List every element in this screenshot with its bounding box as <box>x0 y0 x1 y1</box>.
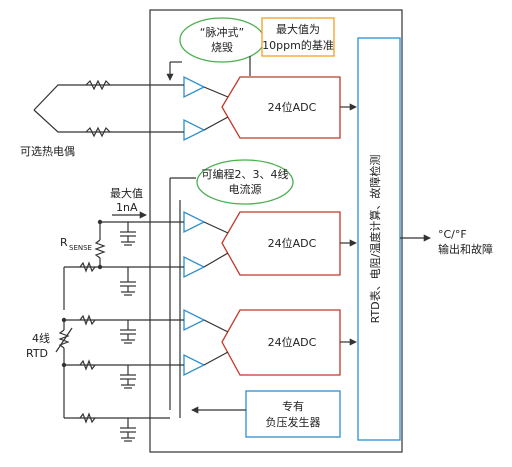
reference-line1: 最大值为 <box>276 22 320 36</box>
rtd-calc-label: RTD表、电阻/温度计算、故障检测 <box>368 155 382 324</box>
neg-gen-line1: 专有 <box>282 399 304 413</box>
rtd-label: 4线 RTD <box>26 331 50 360</box>
leakage-note: 最大值 1nA <box>110 186 147 219</box>
ground-capacitors <box>120 222 136 442</box>
rtd-calc-block: RTD表、电阻/温度计算、故障检测 <box>357 37 401 441</box>
rsense-sub: SENSE <box>69 244 92 252</box>
programmable-line1: 可编程2、3、4线 <box>202 167 289 181</box>
rsense-main: R <box>60 236 68 249</box>
adc-3-label: 24位ADC <box>268 335 317 349</box>
rtd-network <box>55 219 184 424</box>
pulse-burn-callout: “脉冲式” 烧毁 <box>179 17 265 63</box>
thermocouple-label: 可选热电偶 <box>20 145 75 158</box>
output-line2: 输出和故障 <box>438 242 493 256</box>
output-line1: °C/°F <box>438 228 467 241</box>
adc-2: 24位ADC <box>221 211 341 276</box>
max-1na-line2: 1nA <box>116 201 138 214</box>
reference-box: 最大值为 10ppm的基准 <box>261 17 335 57</box>
rtd-line1: 4线 <box>32 331 50 345</box>
max-1na-line1: 最大值 <box>110 186 143 200</box>
reference-line2: 10ppm的基准 <box>262 38 334 52</box>
thermocouple: 可选热电偶 <box>20 79 184 158</box>
adc-1: 24位ADC <box>221 76 341 139</box>
programmable-line2: 电流源 <box>229 182 262 196</box>
adc-2-label: 24位ADC <box>268 236 317 250</box>
rtd-line2: RTD <box>26 347 48 360</box>
negative-voltage-generator: 专有 负压发生器 <box>245 390 341 438</box>
pulse-burn-line1: “脉冲式” <box>200 25 244 39</box>
amplifiers <box>183 75 206 377</box>
rsense-label: R SENSE <box>60 236 92 252</box>
current-source-callout: 可编程2、3、4线 电流源 <box>196 159 294 205</box>
adc-3: 24位ADC <box>221 309 341 376</box>
pulse-burn-line2: 烧毁 <box>211 40 233 54</box>
output-label: °C/°F 输出和故障 <box>438 228 493 256</box>
neg-gen-line2: 负压发生器 <box>266 415 321 429</box>
adc-1-label: 24位ADC <box>268 100 317 114</box>
